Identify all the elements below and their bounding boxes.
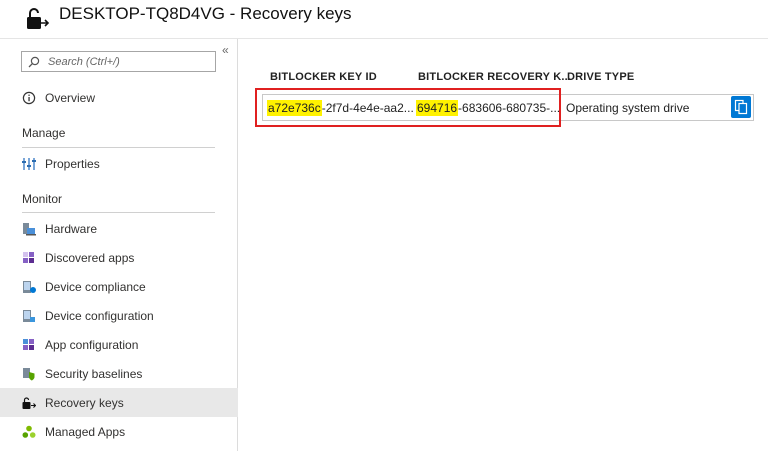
section-label-monitor: Monitor: [22, 192, 63, 206]
sidebar-item-label: Hardware: [45, 221, 98, 236]
drive-type-cell: Operating system drive: [566, 101, 690, 115]
sidebar-item-properties[interactable]: Properties: [0, 149, 238, 178]
sidebar-item-label: Overview: [45, 90, 96, 105]
recovery-key-cell: 694716-683606-680735-...: [416, 100, 561, 116]
sidebar-item-label: Recovery keys: [45, 395, 124, 410]
collapse-icon[interactable]: «: [222, 43, 229, 57]
lock-open-icon: [27, 8, 50, 29]
search-icon: [28, 56, 40, 67]
column-header-drive-type[interactable]: DRIVE TYPE: [567, 71, 635, 83]
recovery-key-highlight: 694716: [416, 100, 459, 116]
search-box[interactable]: [21, 51, 216, 72]
blade-header: DESKTOP-TQ8D4VG - Recovery keys: [0, 0, 768, 36]
key-id-cell: a72e736c-2f7d-4e4e-aa2...: [267, 100, 414, 116]
sidebar-item-label: Device compliance: [45, 279, 146, 294]
sidebar-item-label: Device configuration: [45, 308, 154, 323]
sidebar-item-device-configuration[interactable]: Device configuration: [0, 301, 238, 330]
sidebar-item-label: Security baselines: [45, 366, 143, 381]
sidebar-item-label: App configuration: [45, 337, 139, 352]
sidebar-item-security-baselines[interactable]: Security baselines: [0, 359, 238, 388]
properties-icon: [22, 157, 36, 170]
recovery-keys-icon: [22, 396, 36, 409]
sidebar-item-managed-apps[interactable]: Managed Apps: [0, 417, 238, 446]
key-id-highlight: a72e736c: [267, 100, 322, 116]
sidebar: « Overview Manage Properties Monitor: [0, 39, 238, 451]
sidebar-item-recovery-keys[interactable]: Recovery keys: [0, 388, 238, 417]
sidebar-item-hardware[interactable]: Hardware: [0, 214, 238, 243]
device-configuration-icon: [23, 309, 35, 322]
hardware-icon: [23, 222, 36, 235]
sidebar-item-device-compliance[interactable]: Device compliance: [0, 272, 238, 301]
table-row[interactable]: a72e736c-2f7d-4e4e-aa2... 694716-683606-…: [262, 94, 754, 121]
sidebar-item-app-configuration[interactable]: App configuration: [0, 330, 238, 359]
app-configuration-icon: [23, 338, 34, 350]
sidebar-item-label: Managed Apps: [45, 424, 126, 439]
column-header-recovery-key[interactable]: BITLOCKER RECOVERY K...: [418, 71, 572, 83]
page-title: DESKTOP-TQ8D4VG - Recovery keys: [59, 4, 352, 23]
sidebar-item-discovered-apps[interactable]: Discovered apps: [0, 243, 238, 272]
security-baselines-icon: [23, 367, 35, 380]
search-input[interactable]: [48, 55, 208, 68]
discovered-apps-icon: [23, 251, 34, 263]
section-divider: [22, 147, 215, 148]
sidebar-item-label: Discovered apps: [45, 250, 135, 265]
sidebar-item-overview[interactable]: Overview: [0, 83, 238, 112]
device-compliance-icon: [23, 280, 36, 293]
column-header-key-id[interactable]: BITLOCKER KEY ID: [270, 71, 377, 83]
managed-apps-icon: [22, 425, 36, 438]
copy-button[interactable]: [731, 96, 751, 118]
recovery-key-rest: -683606-680735-...: [458, 101, 561, 115]
section-divider: [22, 212, 215, 213]
section-label-manage: Manage: [22, 126, 66, 140]
sidebar-item-label: Properties: [45, 156, 100, 171]
header-divider: [0, 38, 768, 39]
key-id-rest: -2f7d-4e4e-aa2...: [321, 101, 414, 115]
copy-icon: [734, 99, 748, 115]
info-icon: [22, 91, 36, 104]
